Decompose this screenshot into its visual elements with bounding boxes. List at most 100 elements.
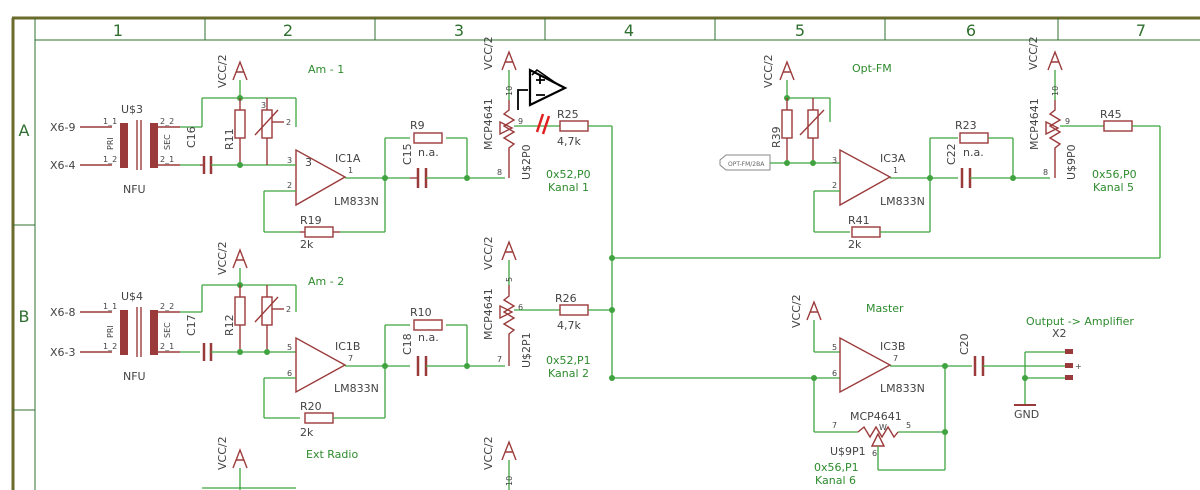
svg-text:2k: 2k [848, 238, 862, 251]
channel-ext-radio: VCC/2 Ext Radio VCC/2 10 [202, 436, 517, 490]
label-ext-radio: Ext Radio [306, 448, 358, 461]
svg-text:3: 3 [305, 156, 312, 169]
svg-text:n.a.: n.a. [963, 146, 984, 159]
svg-text:R23: R23 [955, 119, 977, 132]
svg-text:7: 7 [832, 421, 837, 430]
svg-text:R26: R26 [555, 292, 577, 305]
opt-fm-net-tag: OPT-FM/2BA [719, 154, 771, 171]
channel-opt-fm: Opt-FM OPT-FM/2BA VCC/2 R39 [719, 54, 1050, 251]
addr-u2p0: 0x52,P0 [546, 168, 591, 181]
svg-text:3: 3 [261, 101, 266, 110]
svg-text:MCP4641: MCP4641 [482, 98, 495, 150]
label-output: Output -> Amplifier [1026, 315, 1134, 328]
opamp-ic3b-name: IC3B [880, 340, 905, 353]
zone-col-7: 7 [1136, 21, 1146, 40]
svg-text:R9: R9 [410, 119, 425, 132]
svg-text:5: 5 [505, 277, 514, 282]
zone-row-a: A [19, 121, 30, 140]
opamp-ic1a: 3 3 2 1 IC1A LM833N [287, 148, 379, 208]
svg-text:MCP4641: MCP4641 [482, 288, 495, 340]
svg-text:C17: C17 [185, 314, 198, 336]
label-am2: Am - 2 [308, 275, 344, 288]
svg-text:U$9P1: U$9P1 [830, 445, 866, 458]
zone-col-3: 3 [454, 21, 464, 40]
opamp-ic3b: 5 6 7 IC3B LM833N [832, 336, 925, 395]
svg-text:VCC/2: VCC/2 [1027, 36, 1040, 70]
resistor-r12: R12 [223, 285, 246, 352]
svg-text:C16: C16 [185, 126, 198, 148]
svg-text:R10: R10 [410, 306, 432, 319]
resistor-r45: R45 [1100, 108, 1133, 132]
transformer-name: U$3 [121, 103, 143, 116]
svg-text:VCC/2: VCC/2 [762, 54, 775, 88]
trim-pot-2: 2 [254, 285, 291, 352]
svg-text:VCC/2: VCC/2 [790, 294, 803, 328]
opamp-ic1a-name: IC1A [335, 152, 361, 165]
output-connector-x2: + X2 Output -> Amplifier [1026, 315, 1134, 380]
svg-text:MCP4641: MCP4641 [1028, 98, 1041, 150]
svg-text:2_2: 2_2 [160, 117, 174, 126]
svg-text:C20: C20 [958, 333, 971, 355]
svg-text:C18: C18 [401, 333, 414, 355]
gnd-symbol: GND [1014, 404, 1039, 421]
svg-text:10: 10 [1051, 86, 1060, 96]
digipot-u9p1: 7 5 6 W MCP4641 U$9P1 0x56,P1 Kanal 6 [814, 410, 946, 487]
resistor-r9: R9 n.a. [410, 119, 443, 159]
svg-text:SEC: SEC [163, 322, 172, 338]
svg-text:2_2: 2_2 [160, 302, 174, 311]
resistor-r20: R20 2k [300, 400, 334, 439]
zone-col-1: 1 [113, 21, 123, 40]
resistor-r10: R10 n.a. [410, 306, 443, 344]
vcc2-supply-master: VCC/2 [790, 294, 840, 353]
svg-text:VCC/2: VCC/2 [216, 54, 229, 88]
zone-col-5: 5 [795, 21, 805, 40]
svg-text:W: W [879, 423, 887, 432]
label-am1: Am - 1 [308, 63, 344, 76]
svg-text:2: 2 [286, 118, 291, 127]
svg-text:6: 6 [287, 369, 292, 378]
svg-text:2: 2 [287, 181, 292, 190]
svg-text:2: 2 [286, 305, 291, 314]
svg-text:8: 8 [1043, 168, 1048, 177]
opamp-ic1b-name: IC1B [335, 340, 360, 353]
svg-text:5: 5 [287, 343, 292, 352]
svg-text:2: 2 [832, 181, 837, 190]
svg-text:U$2P0: U$2P0 [520, 144, 533, 180]
resistor-r23: R23 n.a. [955, 119, 989, 159]
svg-text:6: 6 [872, 449, 877, 458]
transformer-name: U$4 [121, 290, 143, 303]
svg-text:n.a.: n.a. [418, 146, 439, 159]
svg-text:MCP4641: MCP4641 [850, 410, 902, 423]
svg-text:SEC: SEC [163, 134, 172, 150]
svg-text:2k: 2k [300, 426, 314, 439]
vcc2-supply-3: VCC/2 [762, 54, 795, 98]
opamp-ic3a: 3 2 1 IC3A LM833N [832, 148, 925, 208]
svg-text:n.a.: n.a. [418, 331, 439, 344]
svg-text:7: 7 [497, 355, 502, 364]
resistor-r11: R11 [223, 98, 246, 165]
connector-x6-8: X6-8 [50, 306, 76, 319]
svg-text:R12: R12 [223, 314, 236, 336]
svg-text:4,7k: 4,7k [557, 319, 581, 332]
svg-text:2_1: 2_1 [160, 155, 174, 164]
transformer-u4: PRI SEC 1_1 1_2 2_2 2_1 U$4 NFU [103, 290, 174, 383]
svg-text:VCC/2: VCC/2 [482, 236, 495, 270]
svg-text:GND: GND [1014, 408, 1039, 421]
svg-text:1_2: 1_2 [103, 155, 117, 164]
kanal-5: Kanal 5 [1093, 181, 1134, 194]
svg-text:R11: R11 [223, 128, 236, 150]
svg-text:7: 7 [348, 354, 353, 363]
trim-pot-1: 2 3 [254, 98, 291, 165]
connector-x6-9: X6-9 [50, 121, 76, 134]
opamp-ic3a-name: IC3A [880, 152, 906, 165]
addr-u9p0: 0x56,P0 [1092, 168, 1137, 181]
svg-text:9: 9 [1065, 117, 1070, 126]
svg-text:VCC/2: VCC/2 [216, 436, 229, 470]
svg-text:8: 8 [497, 168, 502, 177]
resistor-r19: R19 2k [300, 214, 340, 251]
zone-col-6: 6 [966, 21, 976, 40]
svg-text:6: 6 [832, 369, 837, 378]
channel-am1: X6-9 X6-4 PRI SEC 1_1 1_2 2_2 2_1 U$3 NF… [50, 54, 505, 251]
svg-text:C22: C22 [945, 143, 958, 165]
svg-text:1: 1 [348, 166, 353, 175]
